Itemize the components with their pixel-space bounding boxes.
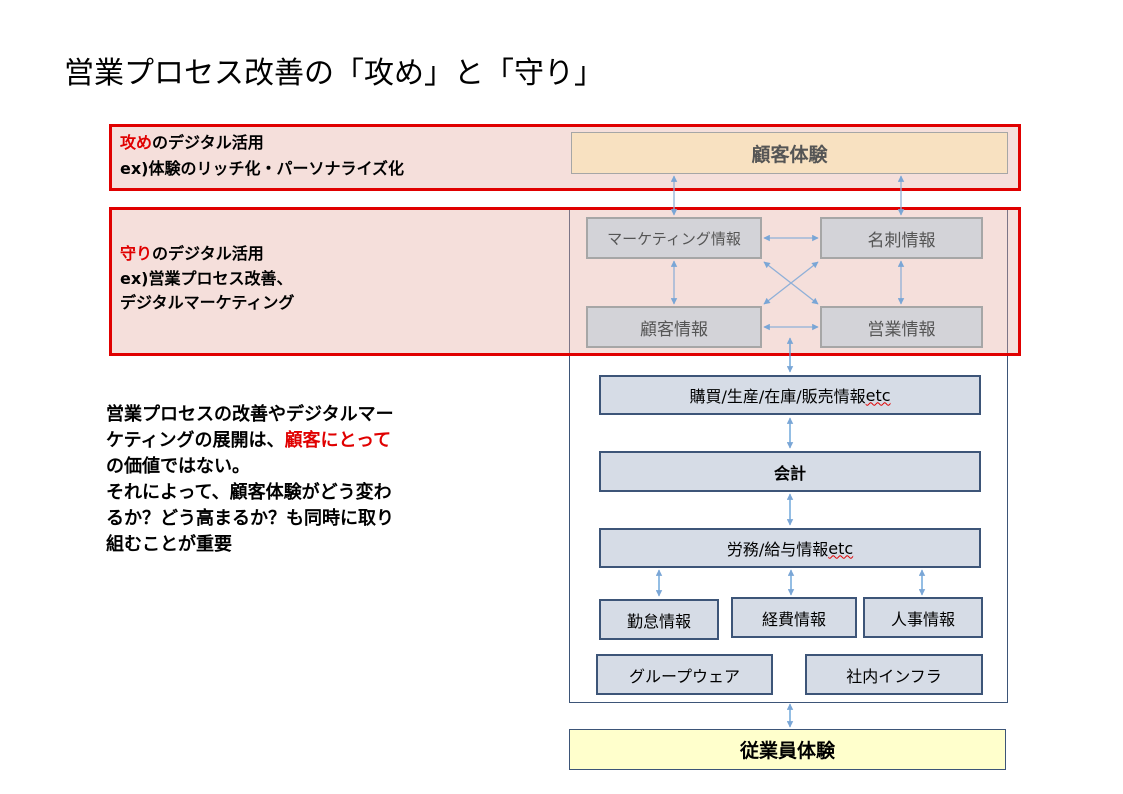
employee-experience-box: 従業員体験 bbox=[569, 729, 1006, 770]
accounting-box: 会計 bbox=[599, 451, 981, 492]
message-line-1: 営業プロセスの改善やデジタルマー bbox=[106, 404, 394, 425]
defense-label-rest: のデジタル活用 bbox=[152, 244, 264, 263]
offense-label-rest: のデジタル活用 bbox=[152, 133, 264, 152]
labor-info-label: 労務/給与情報 bbox=[726, 540, 829, 559]
purchase-info-etc: etc bbox=[865, 385, 891, 405]
labor-info-etc: etc bbox=[828, 538, 854, 558]
message-line-3: の価値ではない。 bbox=[106, 456, 250, 477]
attendance-info-box: 勤怠情報 bbox=[599, 599, 719, 640]
internal-infra-box: 社内インフラ bbox=[805, 654, 983, 695]
purchase-info-label: 購買/生産/在庫/販売情報 bbox=[689, 387, 866, 406]
slide-title: 営業プロセス改善の「攻め」と「守り」 bbox=[64, 56, 604, 91]
expense-info-box: 経費情報 bbox=[731, 597, 857, 638]
defense-label: 守りのデジタル活用 bbox=[120, 243, 264, 265]
defense-label-keyword: 守り bbox=[120, 244, 153, 263]
defense-example-1: ex)営業プロセス改善、 bbox=[120, 269, 293, 288]
message-line-5: るか？どう高まるか？も同時に取り bbox=[106, 508, 394, 529]
offense-example: ex)体験のリッチ化・パーソナライズ化 bbox=[120, 159, 405, 178]
arrow-card-customer bbox=[763, 261, 819, 305]
customer-info-box: 顧客情報 bbox=[586, 306, 762, 348]
key-message: 営業プロセスの改善やデジタルマー ケティングの展開は、顧客にとって の価値ではな… bbox=[106, 402, 394, 558]
message-line-6: 組むことが重要 bbox=[106, 534, 232, 555]
offense-label: 攻めのデジタル活用 bbox=[120, 132, 264, 154]
defense-example-2: デジタルマーケティング bbox=[120, 293, 295, 312]
business-card-info-box: 名刺情報 bbox=[820, 217, 983, 259]
hr-info-box: 人事情報 bbox=[863, 597, 983, 638]
sales-info-box: 営業情報 bbox=[820, 306, 983, 348]
message-line-2-a: ケティングの展開は、 bbox=[106, 430, 285, 451]
message-line-4: それによって、顧客体験がどう変わ bbox=[106, 482, 392, 503]
marketing-info-box: マーケティング情報 bbox=[586, 217, 762, 259]
message-line-2: ケティングの展開は、顧客にとって bbox=[106, 428, 394, 454]
message-line-2-highlight: 顧客にとって bbox=[284, 430, 392, 451]
groupware-box: グループウェア bbox=[596, 654, 773, 695]
customer-experience-box: 顧客体験 bbox=[571, 132, 1008, 174]
offense-label-keyword: 攻め bbox=[120, 133, 153, 152]
